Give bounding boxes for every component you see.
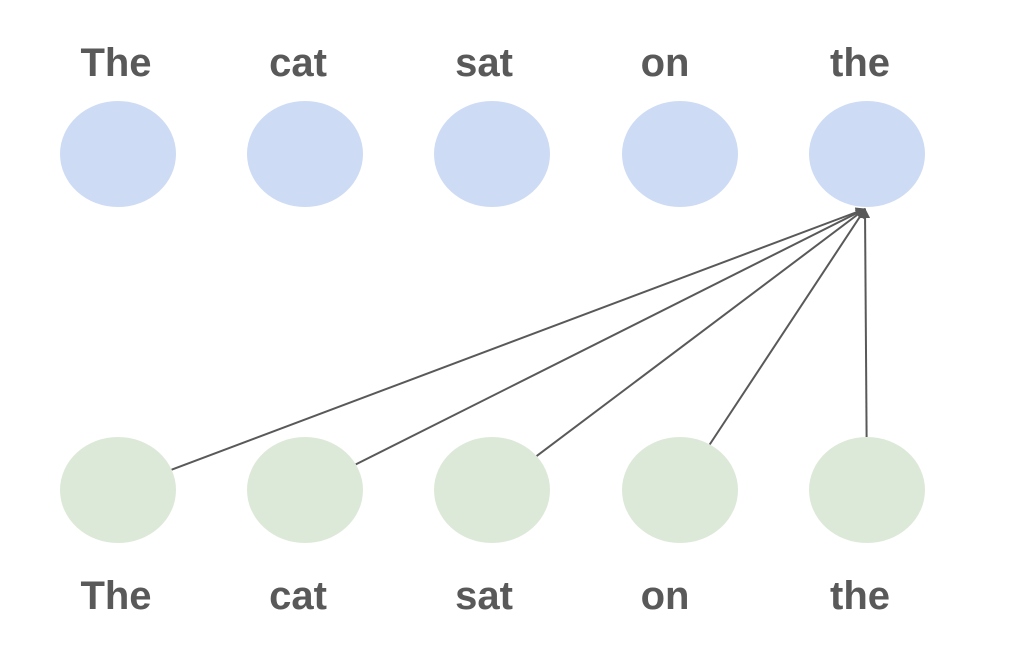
edge-2-to-4 (535, 208, 866, 457)
top_row-word-2: sat (455, 41, 513, 85)
bottom_row-word-0: The (80, 574, 151, 618)
bottom_row-node-3 (622, 437, 738, 543)
top_row-word-0: The (80, 41, 151, 85)
top-row: The cat sat on the (60, 41, 925, 207)
top_row-word-4: the (830, 41, 890, 85)
edge-0-to-4 (171, 207, 866, 471)
bottom_row-word-4: the (830, 574, 890, 618)
top_row-node-3 (622, 101, 738, 207)
bottom_row-node-1 (247, 437, 363, 543)
bottom-row: The cat sat on the (60, 437, 925, 618)
edge-3-to-4 (708, 208, 866, 446)
bottom_row-node-2 (434, 437, 550, 543)
top_row-node-1 (247, 101, 363, 207)
edge-4-to-4 (860, 208, 871, 438)
edge-1-to-4 (355, 208, 866, 466)
top_row-word-3: on (641, 41, 690, 85)
top_row-node-0 (60, 101, 176, 207)
top_row-node-4 (809, 101, 925, 207)
top_row-node-2 (434, 101, 550, 207)
bottom_row-word-1: cat (269, 574, 327, 618)
edges (171, 207, 871, 471)
bottom_row-node-0 (60, 437, 176, 543)
bottom_row-word-3: on (641, 574, 690, 618)
bottom_row-word-2: sat (455, 574, 513, 618)
top_row-word-1: cat (269, 41, 327, 85)
bottom_row-node-4 (809, 437, 925, 543)
